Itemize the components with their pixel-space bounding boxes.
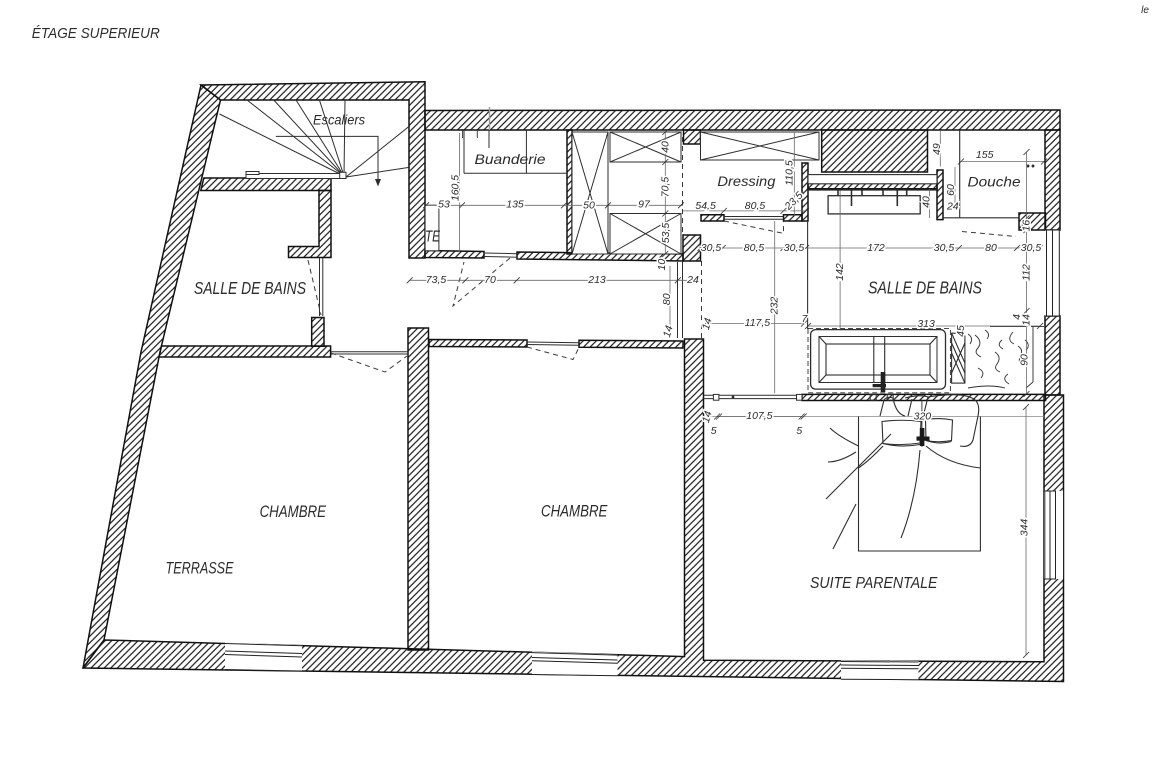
- svg-text:14: 14: [661, 324, 676, 339]
- svg-text:344: 344: [1019, 519, 1031, 537]
- svg-text:TE: TE: [425, 229, 440, 246]
- svg-text:80,5: 80,5: [745, 200, 766, 212]
- svg-text:142: 142: [834, 263, 846, 281]
- svg-text:80: 80: [985, 242, 997, 254]
- svg-text:53,5: 53,5: [660, 223, 672, 244]
- svg-text:40: 40: [921, 196, 933, 208]
- svg-text:160,5: 160,5: [450, 175, 462, 201]
- svg-text:80: 80: [661, 293, 673, 305]
- svg-text:30,5: 30,5: [784, 242, 805, 254]
- svg-text:232: 232: [769, 297, 781, 316]
- svg-text:49: 49: [931, 143, 943, 155]
- svg-text:40: 40: [659, 141, 671, 153]
- svg-text:30,5: 30,5: [1021, 242, 1042, 254]
- svg-text:73,5: 73,5: [426, 274, 447, 286]
- svg-text:155: 155: [976, 149, 994, 161]
- svg-text:135: 135: [506, 199, 524, 211]
- svg-text:107,5: 107,5: [746, 410, 772, 422]
- svg-text:Douche: Douche: [968, 174, 1021, 190]
- svg-text:14: 14: [700, 410, 715, 425]
- svg-text:Dressing: Dressing: [717, 173, 775, 189]
- svg-text:70: 70: [484, 274, 496, 286]
- svg-text:213: 213: [587, 274, 606, 286]
- svg-text:SUITE PARENTALE: SUITE PARENTALE: [810, 575, 938, 592]
- svg-text:320: 320: [914, 411, 932, 423]
- svg-text:80,5: 80,5: [744, 242, 765, 254]
- svg-text:16: 16: [1021, 220, 1033, 232]
- svg-text:Buanderie: Buanderie: [475, 151, 546, 167]
- svg-text:112: 112: [1021, 264, 1033, 281]
- svg-text:SALLE DE BAINS: SALLE DE BAINS: [868, 278, 982, 298]
- svg-text:70,5: 70,5: [659, 177, 671, 198]
- svg-text:60: 60: [945, 184, 957, 196]
- svg-text:50: 50: [583, 199, 595, 211]
- svg-text:SALLE DE BAINS: SALLE DE BAINS: [194, 278, 306, 298]
- svg-text:le: le: [1141, 5, 1149, 16]
- svg-text:30,5: 30,5: [934, 242, 955, 254]
- svg-text:14: 14: [700, 317, 715, 332]
- svg-text:5: 5: [796, 425, 802, 437]
- svg-text:14: 14: [1021, 314, 1033, 326]
- svg-text:97: 97: [638, 199, 651, 211]
- svg-text:53: 53: [438, 199, 450, 211]
- svg-text:24: 24: [686, 274, 699, 286]
- svg-text:4: 4: [1011, 314, 1023, 320]
- svg-text:172: 172: [867, 242, 885, 254]
- svg-text:45: 45: [955, 325, 967, 337]
- svg-text:CHAMBRE: CHAMBRE: [541, 502, 608, 521]
- svg-text:7: 7: [801, 313, 808, 325]
- svg-text:313: 313: [917, 318, 935, 330]
- svg-text:10: 10: [656, 259, 668, 271]
- svg-text:30,5: 30,5: [701, 242, 722, 254]
- svg-text:ÉTAGE SUPERIEUR: ÉTAGE SUPERIEUR: [32, 25, 160, 42]
- svg-text:54,5: 54,5: [695, 200, 716, 212]
- svg-text:117,5: 117,5: [745, 317, 771, 329]
- svg-text:110,5: 110,5: [783, 160, 795, 186]
- svg-text:5: 5: [711, 425, 717, 437]
- svg-text:24: 24: [946, 201, 959, 213]
- svg-text:TERRASSE: TERRASSE: [166, 559, 234, 578]
- svg-text:Escaliers: Escaliers: [313, 112, 365, 128]
- svg-text:90: 90: [1019, 354, 1031, 366]
- svg-text:CHAMBRE: CHAMBRE: [260, 502, 327, 521]
